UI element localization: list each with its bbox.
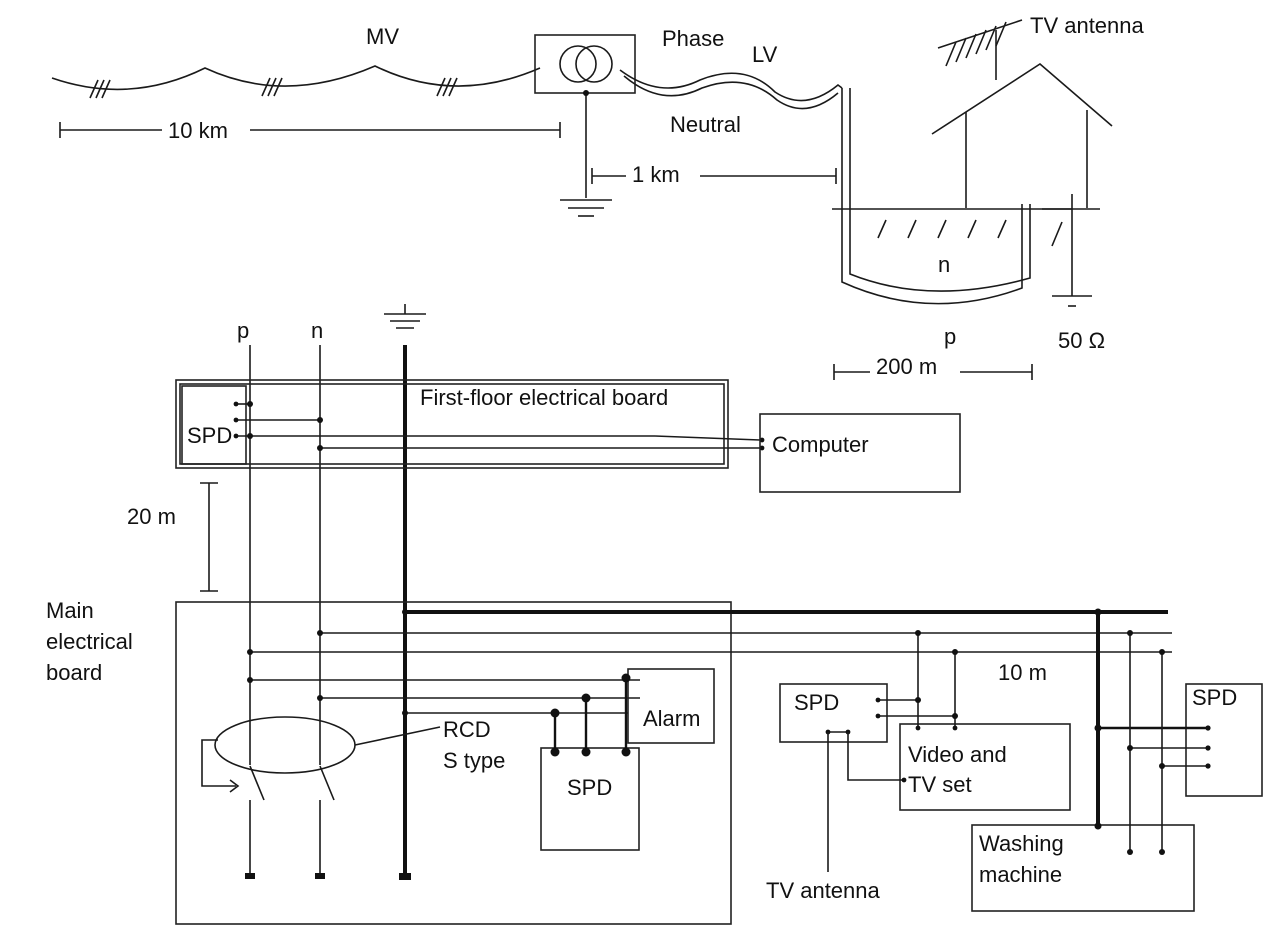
alarm-label: Alarm <box>643 706 700 731</box>
washing-machine-label-line2: machine <box>979 862 1062 887</box>
tv-antenna-roof-icon <box>937 19 1023 80</box>
house-earth-electrode <box>1042 194 1092 307</box>
video-tv-label-line2: TV set <box>908 772 972 797</box>
dimension-20m <box>200 482 218 592</box>
tv-antenna-top-label: TV antenna <box>1030 13 1145 38</box>
spd-washer-label: SPD <box>1192 685 1237 710</box>
lv-overhead-line <box>619 69 851 210</box>
washing-machine-label-line1: Washing <box>979 831 1064 856</box>
underground-n-label: n <box>938 252 950 277</box>
rcd-label-line1: RCD <box>443 717 491 742</box>
video-tv-label-line1: Video and <box>908 742 1007 767</box>
spd-tv <box>779 683 888 743</box>
transformer-ground-symbol <box>560 199 612 217</box>
main-board-label-line1: Main <box>46 598 94 623</box>
video-tv-set-box <box>899 723 1071 811</box>
underground-cable <box>841 204 1031 305</box>
neutral-label: Neutral <box>670 112 741 137</box>
spd-first-floor <box>181 385 247 465</box>
dimension-1km <box>591 168 837 184</box>
neutral-conductor-label: n <box>311 318 323 343</box>
computer-box <box>759 413 961 493</box>
first-floor-electrical-board <box>175 379 729 469</box>
mv-overhead-line <box>51 65 541 99</box>
washing-machine-box <box>971 824 1195 912</box>
lv-label: LV <box>752 42 778 67</box>
main-board-label-line2: electrical <box>46 629 133 654</box>
first-floor-board-label: First-floor electrical board <box>420 385 668 410</box>
main-electrical-board <box>175 601 732 925</box>
ground-level <box>832 208 1100 247</box>
spd-tv-label: SPD <box>794 690 839 715</box>
dimension-10km-label: 10 km <box>168 118 228 143</box>
dimension-10m-label: 10 m <box>998 660 1047 685</box>
earth-resistance-label: 50 Ω <box>1058 328 1105 353</box>
phase-conductor-label: p <box>237 318 249 343</box>
rcd-label-line2: S type <box>443 748 505 773</box>
dimension-200m-label: 200 m <box>876 354 937 379</box>
computer-label: Computer <box>772 432 869 457</box>
spd-main-label: SPD <box>567 775 612 800</box>
underground-p-label: p <box>944 324 956 349</box>
dimension-200m <box>833 364 1033 380</box>
transformer-symbol <box>534 34 636 198</box>
alarm-box <box>627 668 715 744</box>
dimension-1km-label: 1 km <box>632 162 680 187</box>
spd-first-floor-label: SPD <box>187 423 232 448</box>
tv-antenna-bottom-label: TV antenna <box>766 878 881 903</box>
earth-conductor-ground-icon <box>384 304 426 329</box>
phase-label: Phase <box>662 26 724 51</box>
mv-label: MV <box>366 24 399 49</box>
spd-washer <box>1185 683 1263 797</box>
rcd-s-type <box>201 716 441 880</box>
house <box>931 63 1113 208</box>
washer-circuit-wiring <box>1094 608 1211 855</box>
main-board-buses <box>247 609 1172 716</box>
spd-main-board <box>540 747 640 851</box>
dimension-10km <box>59 122 561 138</box>
spd-main-connections <box>550 673 631 757</box>
main-board-label-line3: board <box>46 660 102 685</box>
first-floor-spd-wiring <box>233 401 765 451</box>
tv-circuit-wiring <box>825 630 958 872</box>
dimension-20m-label: 20 m <box>127 504 176 529</box>
